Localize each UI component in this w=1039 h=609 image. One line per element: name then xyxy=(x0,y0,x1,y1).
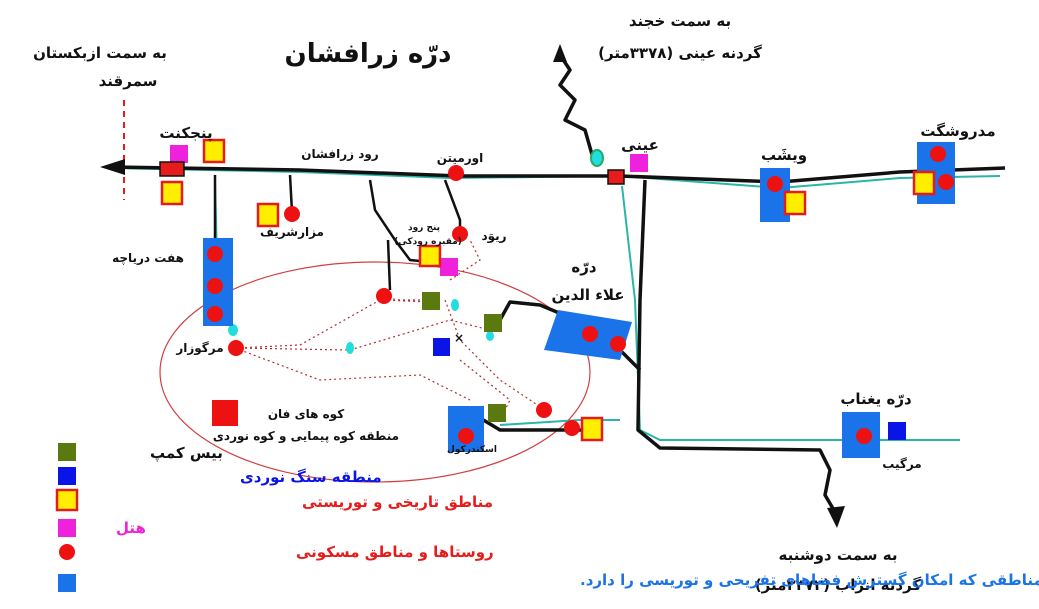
zarafshan-river xyxy=(109,167,1001,190)
label-iskandarkul: اسکندرکول xyxy=(447,445,497,455)
label-margozar: مرگوزار xyxy=(175,341,223,356)
hotel xyxy=(440,258,458,276)
legend-village-label: روستاها و مناطق مسکونی xyxy=(296,543,494,561)
khujand-direction: به سمت خجند xyxy=(629,12,731,30)
village xyxy=(448,165,464,181)
legend-basecamp-label: بیس کمپ xyxy=(150,444,223,462)
historic-site xyxy=(160,180,184,206)
village xyxy=(284,206,300,222)
panjakent-marker xyxy=(159,161,185,177)
village xyxy=(856,428,872,444)
village xyxy=(767,176,783,192)
village xyxy=(376,288,392,304)
river-to-south xyxy=(621,185,960,441)
legend-hotel-swatch xyxy=(58,519,76,537)
village xyxy=(610,336,626,352)
label-panj-rud: پنج رود xyxy=(408,223,440,233)
fann-mountains-area xyxy=(159,261,591,483)
trails xyxy=(234,239,546,421)
label-alaudin-1: درّه xyxy=(571,258,596,276)
historic-site xyxy=(202,138,226,164)
village xyxy=(564,420,580,436)
label-ayni: عینی xyxy=(621,136,659,154)
climbing-zone xyxy=(433,338,450,356)
village xyxy=(938,174,954,190)
dushanbe-direction: به سمت دوشنبه xyxy=(779,546,898,564)
village xyxy=(207,278,223,294)
road-urmitan xyxy=(368,179,431,264)
legend-climbing-swatch xyxy=(58,467,76,485)
legend-hotel-label: هتل xyxy=(116,519,146,537)
road-to-dushanbe xyxy=(636,179,837,513)
dushanbe-arrow xyxy=(827,506,845,528)
village xyxy=(228,340,244,356)
historic-sites xyxy=(160,138,936,442)
legend-historic-label: مناطق تاریخی و توریستی xyxy=(302,493,493,511)
label-margib: مرگیب xyxy=(882,457,921,471)
village xyxy=(536,402,552,418)
label-panjakent: پنجکنت xyxy=(159,124,212,143)
label-madrushkat: مدروشگت xyxy=(920,122,995,140)
anzob-pass-label: گردنه انزاب (۳۳۷۲متر) xyxy=(755,576,922,594)
uzbekistan-direction: به سمت ازبکستان xyxy=(33,44,167,62)
legend-swatches xyxy=(55,443,79,592)
label-fann-mountains: کوه های فان xyxy=(268,407,344,422)
label-fann-climbing: منطقه کوه پیمایی و کوه نوردی xyxy=(213,429,399,444)
fann-mountains-zone xyxy=(212,400,238,426)
basecamp xyxy=(422,292,440,310)
historic-site xyxy=(783,190,807,216)
label-alaudin-2: علاء الدین xyxy=(551,286,624,304)
lakes xyxy=(228,149,604,354)
label-zarafshan-river: رود زرافشان xyxy=(301,147,379,162)
uzbekistan-arrow xyxy=(100,159,125,175)
label-vishab: ویشَب xyxy=(761,146,807,164)
basecamps xyxy=(422,292,506,422)
legend-climbing-label: منطقه سنگ نوردی xyxy=(240,468,382,486)
climbing-zones xyxy=(433,338,906,440)
road-basecamp xyxy=(386,239,392,291)
basecamp xyxy=(484,314,502,332)
historic-site xyxy=(256,202,280,228)
village xyxy=(930,146,946,162)
hotel xyxy=(170,145,188,163)
village xyxy=(582,326,598,342)
historic-site xyxy=(418,244,442,268)
basecamp xyxy=(488,404,506,422)
label-pass-cross: × xyxy=(454,331,464,345)
label-rivad: ریوَد xyxy=(481,229,506,244)
ayni-marker xyxy=(607,169,625,185)
road-mazar xyxy=(288,174,294,213)
village xyxy=(207,306,223,322)
historic-site xyxy=(580,416,604,442)
historic-site xyxy=(912,170,936,196)
legend-historic-swatch xyxy=(55,488,79,512)
village xyxy=(452,226,468,242)
legend-basecamp-swatch xyxy=(58,443,76,461)
label-yaghnob: درّه یغناب xyxy=(840,390,912,408)
legend-village-swatch xyxy=(59,544,75,560)
village xyxy=(458,428,474,444)
legend-expansion-label: مناطقی که امکان گسترش فضاهای تفریحی و تو… xyxy=(580,571,1039,589)
hotels xyxy=(170,145,648,276)
villages xyxy=(207,146,954,444)
label-mazar-sharif: مزارشریف xyxy=(260,225,324,239)
map-title: درّه زرافشان xyxy=(285,39,452,69)
label-urmitan: اورمیتن xyxy=(437,151,484,166)
label-rudaki-tomb: (مقبره رودکی) xyxy=(394,237,462,247)
climbing-zone-margib xyxy=(888,422,906,440)
samarkand-label: سمرقند xyxy=(99,72,158,90)
anzob-pass-khujand: گردنه عینی (۳۳۷۸متر) xyxy=(598,44,762,62)
label-haft-daryache: هفت دریاچه xyxy=(112,251,184,265)
river-iskandar xyxy=(499,419,620,426)
road-to-khujand xyxy=(558,54,597,166)
legend-expansion-swatch xyxy=(58,574,76,592)
village xyxy=(207,246,223,262)
khujand-arrow xyxy=(553,44,567,62)
hotel xyxy=(630,154,648,172)
